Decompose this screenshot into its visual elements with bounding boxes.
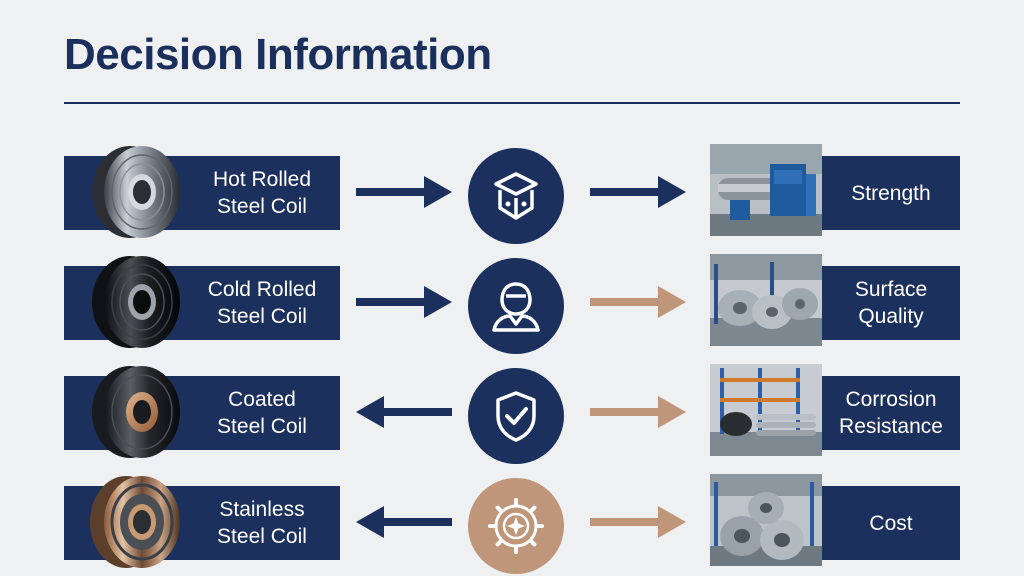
title-divider [64, 102, 960, 104]
gear-icon [488, 498, 544, 554]
factor-label: Cost [869, 511, 913, 535]
shield-check-icon [496, 391, 536, 442]
decision-node [468, 148, 564, 244]
arrow-right-icon [356, 286, 452, 318]
steel-coil-image [92, 366, 180, 458]
decision-node [468, 368, 564, 464]
steel-coil-image [92, 146, 180, 238]
arrow-right-icon [590, 176, 686, 208]
factor-label: Surface Quality [854, 278, 928, 328]
coil-stack-photo [710, 474, 822, 566]
steel-coil-image [90, 476, 180, 568]
arrow-right-icon [590, 396, 686, 428]
decision-node [468, 478, 564, 574]
arrow-left-icon [356, 396, 452, 428]
steel-coil-image [92, 256, 180, 348]
factor-label: Strength [851, 181, 931, 205]
arrow-left-icon [356, 506, 452, 538]
worker-icon [492, 282, 540, 332]
arrow-right-icon [590, 506, 686, 538]
machine-photo [710, 144, 822, 236]
page-title: Decision Information [64, 30, 492, 79]
package-icon [494, 172, 538, 220]
warehouse-coils-photo [710, 254, 822, 346]
arrow-right-icon [356, 176, 452, 208]
warehouse-racks-photo [710, 364, 822, 456]
decision-node [468, 258, 564, 354]
arrow-right-icon [590, 286, 686, 318]
